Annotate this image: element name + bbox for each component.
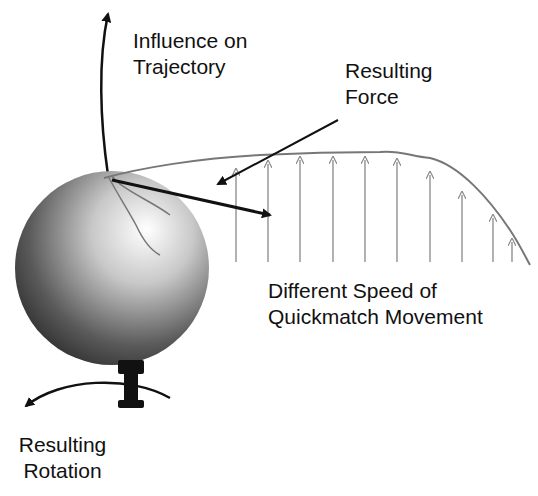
speed-arrows <box>236 160 512 262</box>
rotation-label: Resulting Rotation <box>0 432 125 484</box>
leader-line <box>218 120 338 184</box>
quickmatch <box>104 152 530 265</box>
trajectory-label: Influence on Trajectory <box>133 28 263 80</box>
shell-ball <box>15 171 209 365</box>
quickmatch-strands <box>108 176 170 255</box>
rotation-arrow <box>26 383 170 406</box>
speed-label: Different Speed of Quickmatch Movement <box>268 278 498 330</box>
trajectory-arrow <box>101 14 108 175</box>
force-label: Resulting Force <box>345 58 450 110</box>
force-arrow <box>112 180 270 215</box>
